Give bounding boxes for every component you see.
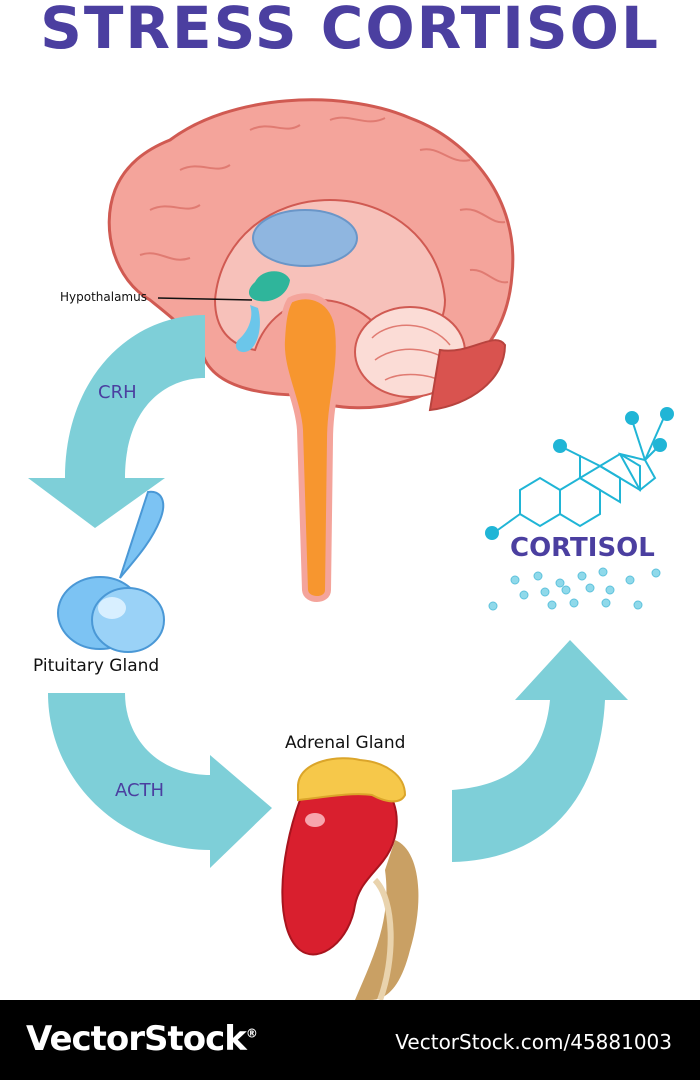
diagram-canvas [28, 98, 674, 1000]
label-acth: ACTH [115, 780, 165, 801]
molecule-atoms [485, 407, 674, 540]
label-cortisol: CORTISOL [510, 533, 655, 563]
crh-arrow [28, 315, 205, 528]
pituitary-gland-illustration [57, 490, 165, 653]
hypothalamus-shape [248, 271, 290, 302]
label-adrenal-gland: Adrenal Gland [285, 733, 406, 753]
label-pituitary-gland: Pituitary Gland [33, 656, 160, 676]
cortisol-particles [488, 567, 661, 611]
brain-illustration [107, 98, 515, 602]
image-reference: VectorStock.com/45881003 [395, 1030, 672, 1054]
label-hypothalamus: Hypothalamus [60, 290, 147, 304]
cortisol-arrow [452, 640, 628, 862]
adrenal-gland-illustration [281, 757, 419, 1000]
acth-arrow [48, 693, 272, 868]
footer-bar: VectorStock® VectorStock.com/45881003 [0, 1000, 700, 1080]
page-title: STRESS CORTISOL [40, 0, 660, 62]
hypothalamus-pointer [157, 297, 253, 301]
label-crh: CRH [98, 382, 137, 403]
ventricle-shape [252, 209, 358, 267]
spinal-cord-shape [278, 293, 342, 602]
brand-logo: VectorStock® [26, 1019, 258, 1059]
cortisol-molecule-icon [494, 414, 666, 533]
